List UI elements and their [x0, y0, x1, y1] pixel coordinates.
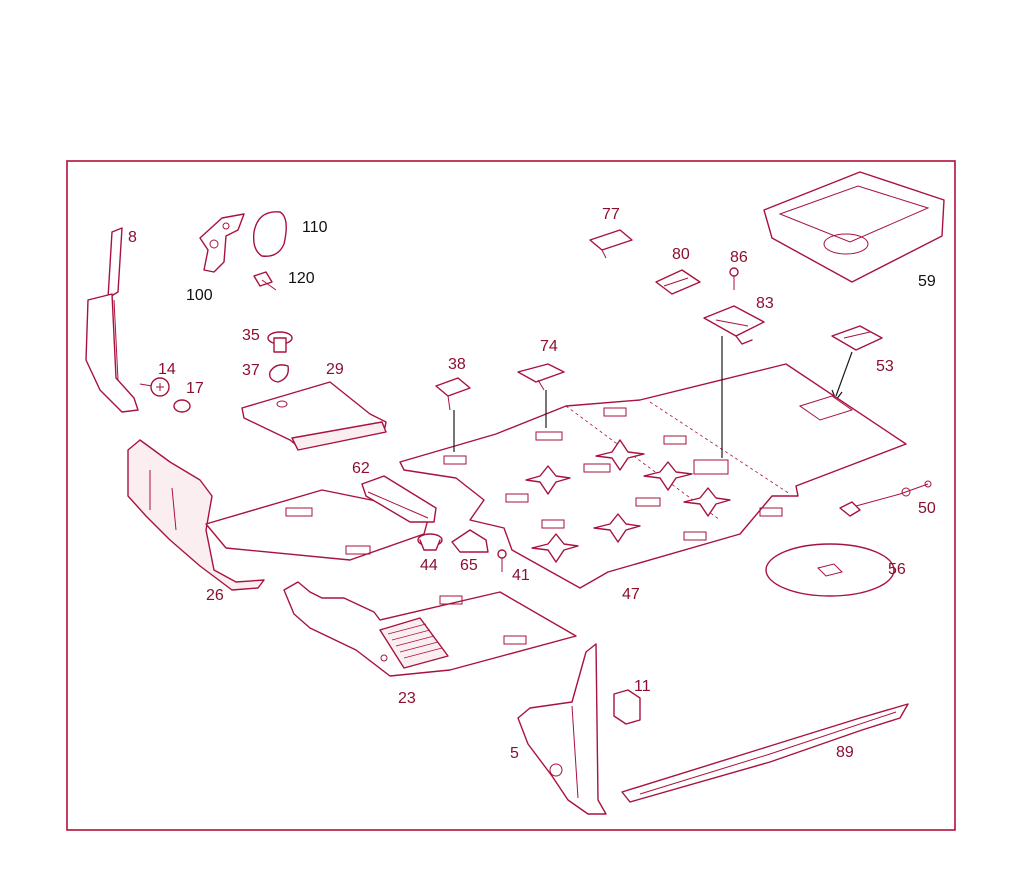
part-5-pillar-trim[interactable]	[517, 643, 607, 815]
callout-44: 44	[420, 557, 438, 574]
part-37-ring[interactable]	[268, 364, 289, 383]
part-23-rear-carpet[interactable]	[283, 581, 577, 677]
part-8-side-trim[interactable]	[85, 227, 139, 413]
callout-35: 35	[242, 327, 260, 344]
part-50-cable[interactable]	[839, 480, 932, 517]
part-26-left-trim[interactable]	[127, 439, 431, 591]
part-44-plug[interactable]	[417, 533, 443, 551]
callout-5: 5	[510, 745, 519, 762]
part-65-clip[interactable]	[451, 529, 489, 553]
part-100-bracket[interactable]	[199, 213, 245, 273]
callout-14: 14	[158, 361, 176, 378]
callout-53: 53	[876, 358, 894, 375]
part-38-tray[interactable]	[435, 377, 471, 411]
part-77-tray[interactable]	[589, 229, 633, 259]
callout-59: 59	[918, 273, 936, 290]
part-56-disk[interactable]	[765, 543, 895, 597]
callout-37: 37	[242, 362, 260, 379]
callout-38: 38	[448, 356, 466, 373]
callout-23: 23	[398, 690, 416, 707]
part-62-cover[interactable]	[361, 475, 437, 523]
callout-50: 50	[918, 500, 936, 517]
callout-47: 47	[622, 586, 640, 603]
leader-53	[835, 351, 853, 397]
callout-100: 100	[186, 287, 213, 304]
part-120-clip[interactable]	[253, 271, 277, 291]
part-14-screw[interactable]	[139, 377, 170, 397]
part-89-sill-strip[interactable]	[621, 703, 909, 803]
callout-120: 120	[288, 270, 315, 287]
part-59-storage-tub[interactable]	[763, 171, 945, 283]
callout-65: 65	[460, 557, 478, 574]
part-17-cap[interactable]	[173, 399, 191, 413]
callout-74: 74	[540, 338, 558, 355]
callout-41: 41	[512, 567, 530, 584]
callout-17: 17	[186, 380, 204, 397]
part-53-tray[interactable]	[831, 325, 883, 351]
callout-56: 56	[888, 561, 906, 578]
part-11-clip[interactable]	[613, 689, 641, 725]
part-41-screw[interactable]	[497, 549, 507, 572]
callout-83: 83	[756, 295, 774, 312]
callout-110: 110	[302, 219, 328, 236]
callout-26: 26	[206, 587, 224, 604]
part-110-cover[interactable]	[252, 211, 287, 257]
callout-8: 8	[128, 229, 137, 246]
part-47-floor-carpet[interactable]	[399, 363, 907, 589]
callout-62: 62	[352, 460, 370, 477]
callout-89: 89	[836, 744, 854, 761]
diagram-frame	[66, 160, 956, 831]
callout-77: 77	[602, 206, 620, 223]
callout-80: 80	[672, 246, 690, 263]
part-74-tray[interactable]	[517, 363, 565, 391]
part-35-fastener[interactable]	[267, 331, 293, 353]
part-29-panel[interactable]	[241, 381, 387, 451]
part-80-tray[interactable]	[655, 269, 701, 295]
callout-86: 86	[730, 249, 748, 266]
callout-11: 11	[634, 678, 651, 695]
part-83-tray[interactable]	[703, 305, 765, 345]
part-86-bolt[interactable]	[729, 267, 739, 290]
callout-29: 29	[326, 361, 344, 378]
